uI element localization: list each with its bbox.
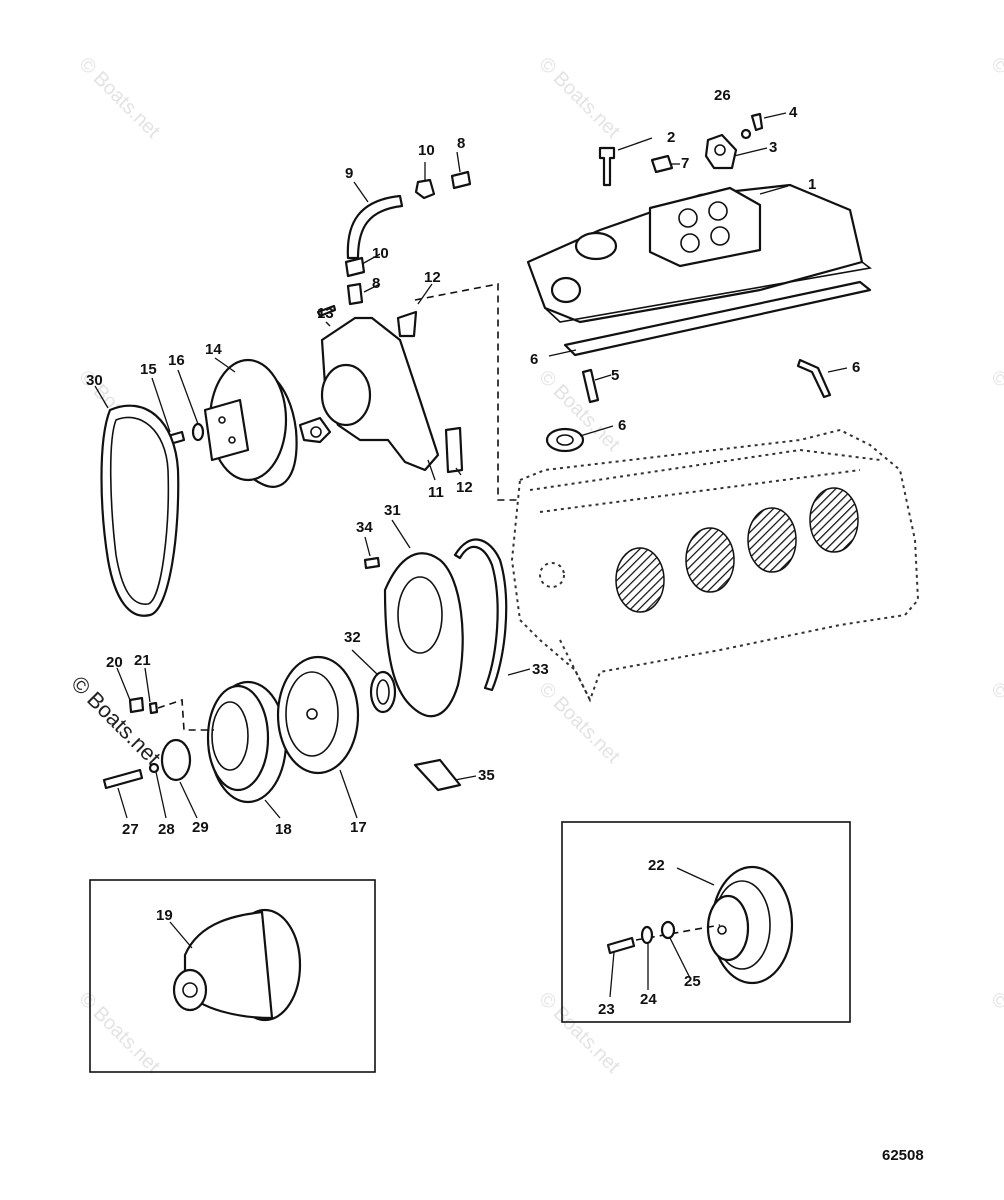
- callout-label: 7: [681, 155, 689, 172]
- watermark: © Boats.net: [986, 988, 1004, 1078]
- callout-label: 10: [372, 245, 389, 262]
- callout-label: 18: [275, 821, 292, 838]
- callout-label: 35: [478, 767, 495, 784]
- callout-label: 21: [134, 652, 151, 669]
- watermark: © Boats.net: [534, 53, 624, 143]
- watermark: © Boats.net: [986, 366, 1004, 456]
- inset-box-left: [89, 879, 376, 1073]
- watermark: © Boats.net: [66, 671, 165, 770]
- callout-label: 22: [648, 857, 665, 874]
- watermark: © Boats.net: [534, 678, 624, 768]
- callout-label: 23: [598, 1001, 615, 1018]
- figure-number: 62508: [882, 1147, 924, 1164]
- callout-label: 34: [356, 519, 373, 536]
- watermark: © Boats.net: [986, 53, 1004, 143]
- inset-box-right: [561, 821, 851, 1023]
- water-pump: [298, 304, 464, 474]
- callout-label: 28: [158, 821, 175, 838]
- callout-label: 2: [667, 129, 675, 146]
- callout-label: 24: [640, 991, 657, 1008]
- callout-label: 29: [192, 819, 209, 836]
- callout-label: 15: [140, 361, 157, 378]
- bypass-hose: [344, 170, 472, 306]
- callout-label: 9: [345, 165, 353, 182]
- manifold-gasket: [563, 280, 872, 357]
- callout-label: 6: [530, 351, 538, 368]
- callout-label: 4: [789, 104, 798, 121]
- callout-label: 12: [424, 269, 441, 286]
- callout-label: 31: [384, 502, 401, 519]
- callout-label: 10: [418, 142, 435, 159]
- callout-label: 13: [317, 305, 334, 322]
- leader-lines: [94, 112, 848, 998]
- callout-label: 12: [456, 479, 473, 496]
- intake-manifold: [526, 183, 872, 324]
- manifold-hardware: [545, 112, 832, 453]
- crank-pulley-assembly: [102, 655, 360, 804]
- watermark: © Boats.net: [74, 53, 164, 143]
- callout-label: 8: [372, 275, 380, 292]
- drive-belt: [100, 404, 180, 617]
- engine-block-outline: [510, 428, 920, 703]
- callout-label: 25: [684, 973, 701, 990]
- callout-label: 14: [205, 341, 222, 358]
- watermark-layer: © Boats.net © Boats.net © Boats.net © Bo…: [66, 53, 1004, 1078]
- timing-cover: [363, 538, 508, 792]
- callout-label: 1: [808, 176, 816, 193]
- callout-label: 20: [106, 654, 123, 671]
- watermark: © Boats.net: [74, 988, 164, 1078]
- callout-label: 6: [618, 417, 626, 434]
- callout-label: 27: [122, 821, 139, 838]
- callout-label: 17: [350, 819, 367, 836]
- callout-label: 16: [168, 352, 185, 369]
- callout-label: 6: [852, 359, 860, 376]
- callout-label: 8: [457, 135, 465, 152]
- callout-label: 5: [611, 367, 619, 384]
- callout-label: 33: [532, 661, 549, 678]
- watermark: © Boats.net: [986, 678, 1004, 768]
- callout-label: 11: [428, 484, 444, 501]
- water-pump-pulley: [166, 358, 298, 488]
- callout-label: 32: [344, 629, 361, 646]
- callout-label: 3: [769, 139, 777, 156]
- callout-label: 30: [86, 372, 103, 389]
- callout-label: 26: [714, 87, 731, 104]
- callout-labels: 1 2 3 4 5 6 6 6 7 8 8 9 10 10 11 12 12 1…: [86, 87, 860, 1018]
- callout-label: 19: [156, 907, 173, 924]
- alignment-line: [414, 283, 520, 501]
